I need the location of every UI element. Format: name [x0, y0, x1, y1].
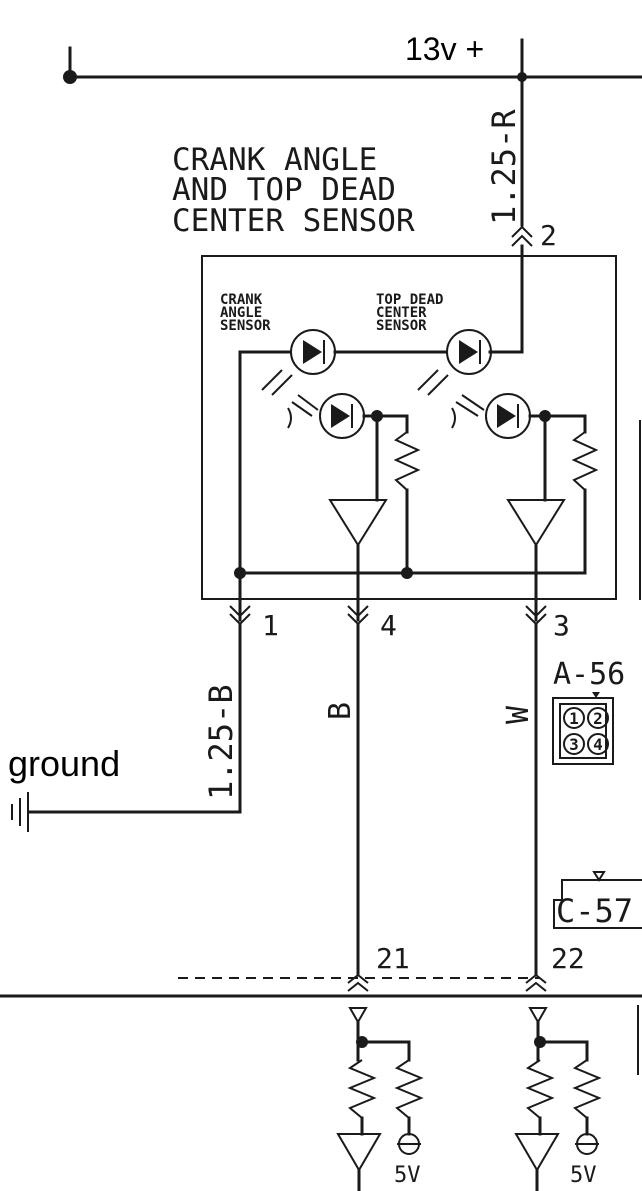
tdc-sensor-label-2: CENTER [376, 305, 427, 321]
pin-3-label: 3 [553, 609, 570, 642]
ground-wire [28, 622, 242, 814]
tdc-sensor-label-3: SENSOR [376, 318, 427, 334]
tdc-sensor-label-1: TOP DEAD [376, 292, 443, 308]
ecu-pin-22-label: 22 [551, 942, 585, 975]
tdc-led-icon [417, 329, 492, 396]
supply-wire [488, 38, 533, 354]
a56-pin-1: 1 [569, 709, 579, 728]
supply-wire-label: 1.25-R [485, 109, 523, 225]
white-wire-label: W [501, 705, 536, 724]
crank-buffer-icon [328, 499, 388, 547]
pin-2-label: 2 [540, 219, 557, 252]
sensor-housing [201, 255, 617, 600]
black-wire-label: B [323, 702, 358, 720]
internal-wiring [234, 350, 587, 622]
connector-a56-label: A-56 [553, 657, 625, 692]
crank-photodiode-icon [287, 393, 365, 439]
connector-c57-icon [553, 871, 642, 929]
ecu-input-circuit-22 [514, 1007, 602, 1191]
signal-wires [356, 622, 538, 977]
crank-led-icon [261, 329, 336, 396]
a56-pin-4: 4 [593, 735, 603, 754]
ground-label: ground [8, 743, 120, 784]
crank-sensor-label-3: SENSOR [220, 318, 271, 334]
tdc-buffer-icon [506, 499, 566, 547]
crank-sensor-label-1: CRANK [220, 292, 263, 308]
crank-sensor-label-2: ANGLE [220, 305, 262, 321]
power-bus [63, 46, 642, 84]
tdc-photodiode-icon [451, 393, 531, 439]
crank-resistor-icon [393, 431, 421, 491]
a56-pin-2: 2 [593, 709, 603, 728]
pin-1-label: 1 [262, 609, 279, 642]
supply-voltage-label: 13v + [405, 31, 484, 67]
pin-4-label: 4 [380, 609, 397, 642]
ecu-input-circuit-21 [336, 1007, 424, 1191]
ecu-5v-label-1: 5V [394, 1163, 421, 1188]
connector-a56-icon [552, 692, 614, 765]
sensor-title-line-2: AND TOP DEAD [172, 172, 396, 208]
ground-icon [11, 792, 29, 832]
connector-c57-label: C-57 [556, 892, 633, 930]
ecu-5v-label-2: 5V [570, 1163, 597, 1188]
a56-pin-3: 3 [569, 735, 579, 754]
ecu-pin-connectors [347, 973, 547, 992]
ground-wire-label: 1.25-B [202, 684, 240, 800]
tdc-resistor-icon [571, 431, 599, 491]
sensor-title-line-1: CRANK ANGLE [172, 142, 377, 178]
ecu-pin-21-label: 21 [376, 942, 410, 975]
sensor-title-line-3: CENTER SENSOR [172, 203, 415, 239]
